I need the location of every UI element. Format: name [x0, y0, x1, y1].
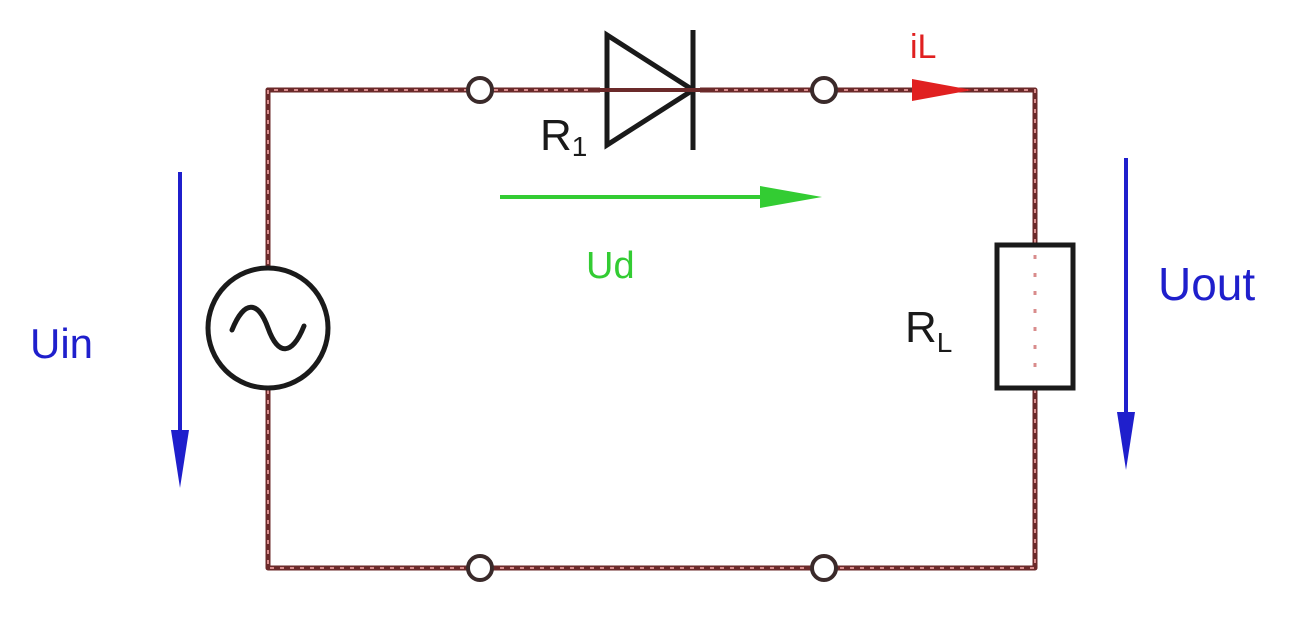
- terminal-bottom-left: [466, 554, 494, 582]
- il-label: iL: [910, 28, 936, 66]
- diode-icon: [590, 30, 715, 150]
- load-ref-sub: L: [937, 327, 953, 358]
- ud-arrow: [500, 186, 822, 208]
- uin-arrow: [171, 172, 189, 488]
- ac-source-icon: [205, 265, 331, 391]
- uout-arrow: [1117, 158, 1135, 470]
- diode-ref-label: R1: [540, 111, 587, 162]
- diode-ref-main: R: [540, 111, 572, 160]
- diode-ref-sub: 1: [572, 131, 588, 162]
- uout-label: Uout: [1158, 258, 1255, 310]
- resistor-icon: [994, 242, 1076, 391]
- load-ref-main: R: [905, 303, 937, 352]
- terminal-top-left: [466, 76, 494, 104]
- ud-label: Ud: [586, 245, 635, 287]
- load-ref-label: RL: [905, 303, 952, 358]
- uin-label: Uin: [30, 320, 93, 367]
- il-arrow: [912, 79, 972, 101]
- terminal-bottom-right: [810, 554, 838, 582]
- terminal-top-right: [810, 76, 838, 104]
- circuit-wires: [265, 87, 1038, 571]
